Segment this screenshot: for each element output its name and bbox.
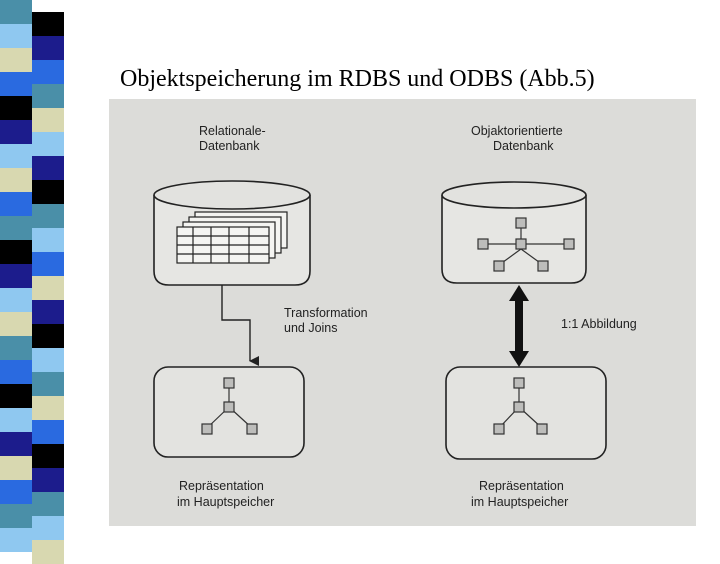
right-memory-label-line2: im Hauptspeicher <box>471 495 569 509</box>
stripe-block <box>0 96 32 120</box>
left-memory-label-line2: im Hauptspeicher <box>177 495 275 509</box>
stripe-block <box>0 240 32 264</box>
stripe-block <box>32 420 64 444</box>
one-to-one-double-arrow <box>509 285 529 367</box>
stripe-block <box>32 36 64 60</box>
stripe-block <box>0 144 32 168</box>
stripe-block <box>0 480 32 504</box>
stripe-block <box>32 228 64 252</box>
figure-objektspeicherung: Relationale- Datenbank Objaktorientierte… <box>109 99 696 526</box>
stripe-block <box>32 132 64 156</box>
stripe-block <box>0 24 32 48</box>
stripe-block <box>32 324 64 348</box>
stripe-block <box>32 468 64 492</box>
stripe-block <box>0 504 32 528</box>
stripe-block <box>0 360 32 384</box>
stripe-block <box>32 300 64 324</box>
stripe-block <box>0 48 32 72</box>
object-database-cylinder <box>441 181 587 284</box>
stripe-block <box>32 252 64 276</box>
relational-tables-icon <box>176 211 288 264</box>
stripe-block <box>32 396 64 420</box>
slide-title: Objektspeicherung im RDBS und ODBS (Abb.… <box>120 66 595 92</box>
relational-db-label-line2: Datenbank <box>199 139 260 153</box>
right-memory-label-line1: Repräsentation <box>479 479 564 493</box>
decorative-stripe <box>0 0 64 564</box>
left-memory-label-line1: Repräsentation <box>179 479 264 493</box>
stripe-block <box>0 120 32 144</box>
stripe-block <box>0 192 32 216</box>
stripe-block <box>32 492 64 516</box>
left-memory-object-tree <box>201 377 258 435</box>
stripe-block <box>0 264 32 288</box>
right-memory-object-tree <box>493 377 548 435</box>
stripe-block <box>32 348 64 372</box>
transformation-label-line1: Transformation <box>284 306 368 320</box>
stripe-block <box>0 72 32 96</box>
stripe-block <box>32 12 64 36</box>
stripe-block <box>0 312 32 336</box>
stripe-block <box>32 204 64 228</box>
stripe-block <box>0 336 32 360</box>
stripe-block <box>32 540 64 564</box>
stripe-block <box>32 84 64 108</box>
stripe-block <box>0 168 32 192</box>
mapping-label: 1:1 Abbildung <box>561 317 637 331</box>
stripe-block <box>32 516 64 540</box>
stripe-block <box>0 0 32 24</box>
stripe-block <box>0 384 32 408</box>
stripe-block <box>32 156 64 180</box>
stripe-block <box>0 528 32 552</box>
stripe-block <box>32 372 64 396</box>
object-database-tree-icon <box>477 217 575 272</box>
stripe-block <box>0 432 32 456</box>
stripe-block <box>0 456 32 480</box>
stripe-block <box>32 276 64 300</box>
stripe-block <box>32 444 64 468</box>
transformation-label-line2: und Joins <box>284 321 338 335</box>
stripe-block <box>32 180 64 204</box>
transformation-arrow <box>221 285 259 366</box>
stripe-block <box>0 408 32 432</box>
object-db-label-line2: Datenbank <box>493 139 554 153</box>
object-db-label-line1: Objaktorientierte <box>471 124 563 138</box>
stripe-block <box>32 108 64 132</box>
relational-db-label-line1: Relationale- <box>199 124 266 138</box>
figure-diagram <box>153 180 607 460</box>
stripe-block <box>0 288 32 312</box>
stripe-block <box>32 60 64 84</box>
stripe-block <box>0 216 32 240</box>
